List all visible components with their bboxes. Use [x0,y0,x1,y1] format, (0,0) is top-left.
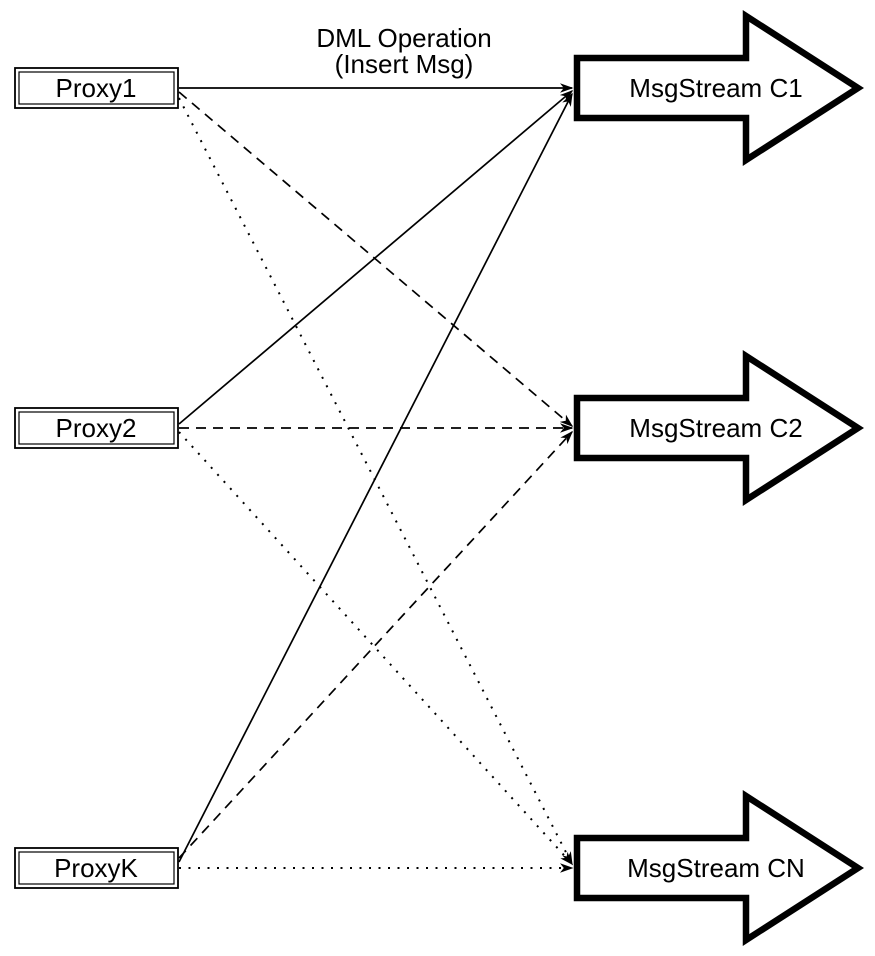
msgstream-c1-arrow-shape [573,10,865,166]
msgstream-c2-arrow-shape [573,350,865,506]
node-msgstream-c2: MsgStream C2 [573,350,865,506]
node-proxy2: Proxy2 [14,407,179,449]
msgstream-c1-label: MsgStream C1 [629,73,802,103]
edge-proxy2-to-c1 [178,90,574,425]
msgstream-cn-label: MsgStream CN [627,853,805,883]
node-msgstream-cn: MsgStream CN [573,790,865,946]
node-msgstream-c1: MsgStream C1 [573,10,865,166]
edge-proxyk-to-c1 [178,92,573,863]
edge-proxy2-to-cn [178,431,574,866]
diagram-title-line1: DML Operation [316,23,491,53]
proxy1-box [14,67,179,109]
proxy1-box-inner-border [18,71,175,105]
diagram-title: DML Operation (Insert Msg) [316,23,491,79]
proxy1-label: Proxy1 [56,73,137,103]
proxyk-box [14,847,179,889]
proxyk-label: ProxyK [54,853,138,883]
msgstream-cn-arrow-shape [573,790,865,946]
edge-proxyk-to-c2 [178,430,574,859]
proxy2-box [14,407,179,449]
diagram-title-line2: (Insert Msg) [335,49,474,79]
msgstream-c2-label: MsgStream C2 [629,413,802,443]
proxy2-box-inner-border [18,411,175,445]
proxy2-label: Proxy2 [56,413,137,443]
edge-proxy1-to-c2 [178,91,574,427]
node-proxy1: Proxy1 [14,67,179,109]
node-proxyk: ProxyK [14,847,179,889]
proxyk-box-inner-border [18,851,175,885]
edge-proxy1-to-cn [178,97,573,866]
